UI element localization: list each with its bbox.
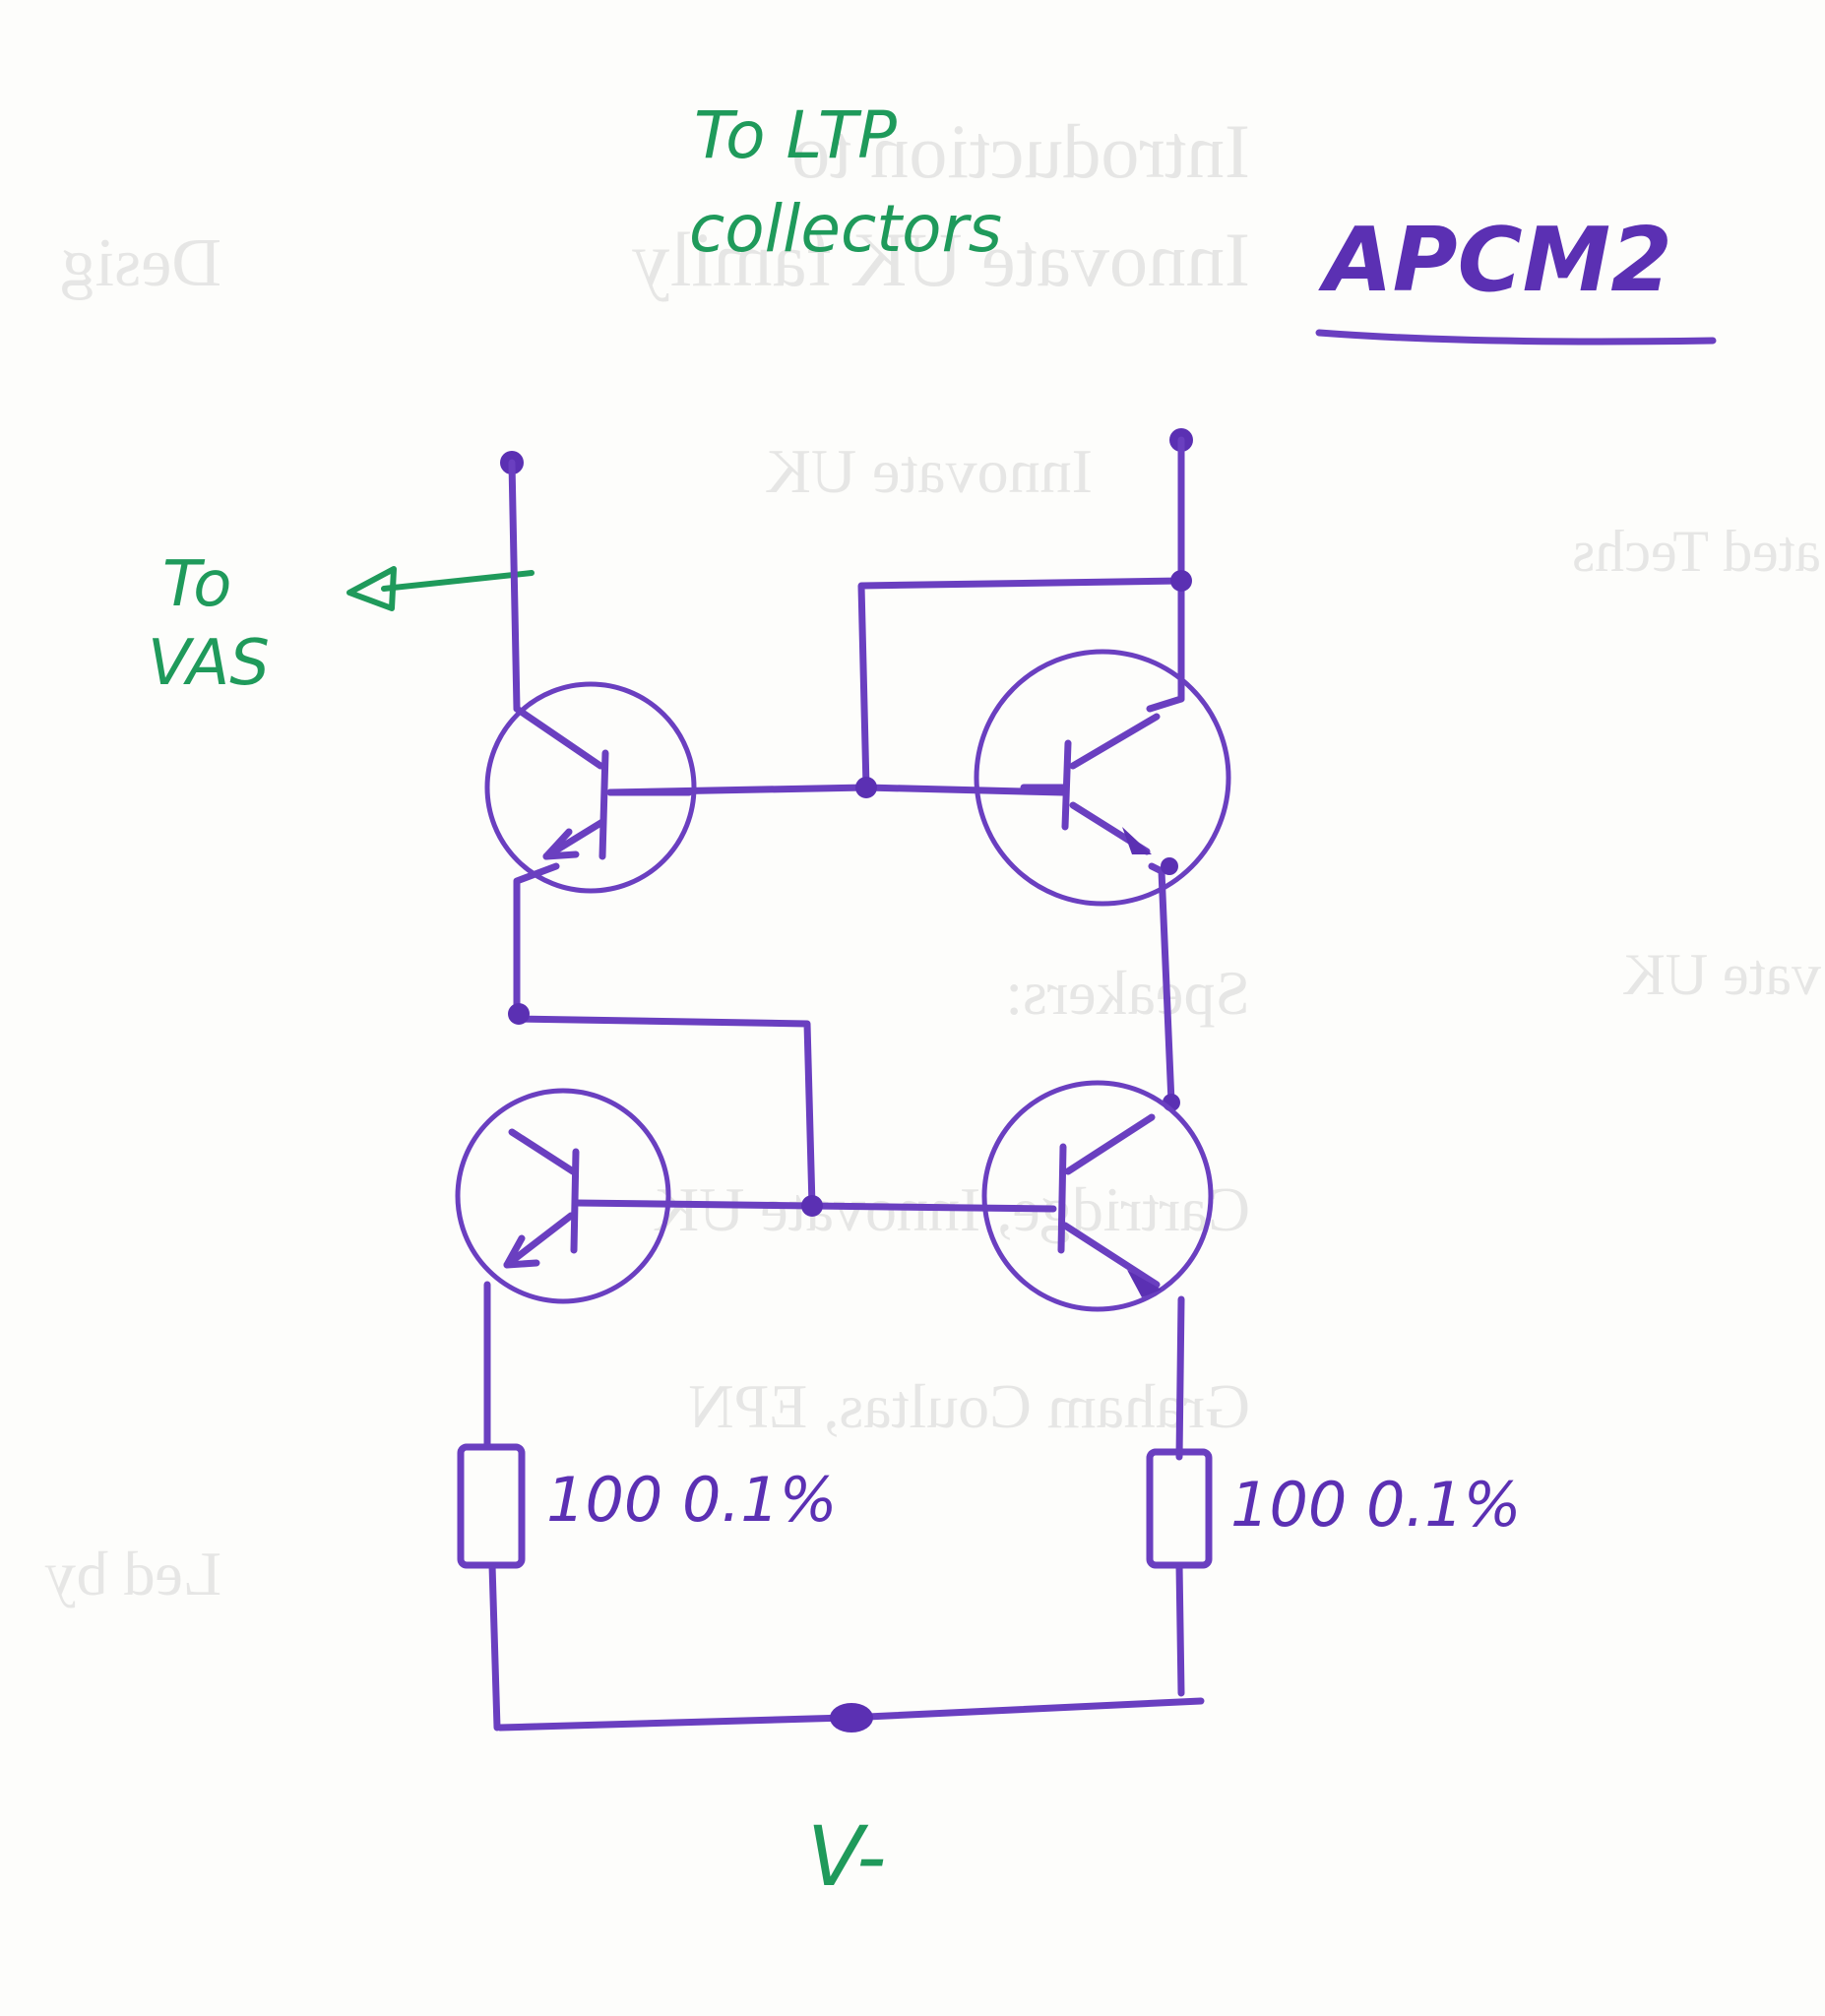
- title-underline: [1315, 329, 1717, 346]
- resistor-left-label: 100 0.1%: [546, 1464, 838, 1536]
- svg-text:vate UK: vate UK: [1622, 942, 1821, 1007]
- vas-arrow-shaft: [381, 570, 535, 592]
- ground-node: [830, 1703, 873, 1732]
- svg-text:Innovate UK: Innovate UK: [766, 436, 1093, 506]
- vas-label-line1: To: [162, 548, 231, 621]
- ltp-label-line1: To LTP: [694, 97, 897, 173]
- bleed-through-text: Introduction to Innovate UK family Innov…: [45, 108, 1822, 1608]
- title-annotation: APCM2: [1315, 209, 1717, 346]
- ltp-annotation: To LTP collectors: [689, 97, 1002, 267]
- vas-arrow-head: [346, 566, 397, 611]
- supply-label: V-: [807, 1808, 886, 1905]
- title-label: APCM2: [1318, 209, 1672, 312]
- svg-text:Innovate UK family: Innovate UK family: [632, 217, 1250, 302]
- svg-text:Desig: Desig: [61, 225, 221, 301]
- resistor-right-label: 100 0.1%: [1230, 1469, 1522, 1541]
- transistor-q3: [455, 1088, 671, 1304]
- resistor-right: 100 0.1%: [1146, 1448, 1522, 1569]
- ltp-label-line2: collectors: [689, 191, 1002, 267]
- junctions: [508, 570, 1192, 1732]
- svg-text:Introduction to: Introduction to: [791, 108, 1250, 194]
- vas-label-line2: VAS: [148, 627, 270, 700]
- svg-text:ated Techs: ated Techs: [1572, 519, 1821, 584]
- transistor-q4: [981, 1080, 1214, 1312]
- svg-text:Led by: Led by: [45, 1539, 222, 1608]
- transistor-q2: [974, 649, 1231, 907]
- vas-annotation: To VAS: [148, 548, 535, 700]
- svg-text:Graham Coultas, EPN: Graham Coultas, EPN: [688, 1371, 1250, 1441]
- resistor-left: 100 0.1%: [457, 1443, 838, 1569]
- transistor-q1: [484, 681, 697, 894]
- svg-text:Speakers:: Speakers:: [1005, 958, 1250, 1028]
